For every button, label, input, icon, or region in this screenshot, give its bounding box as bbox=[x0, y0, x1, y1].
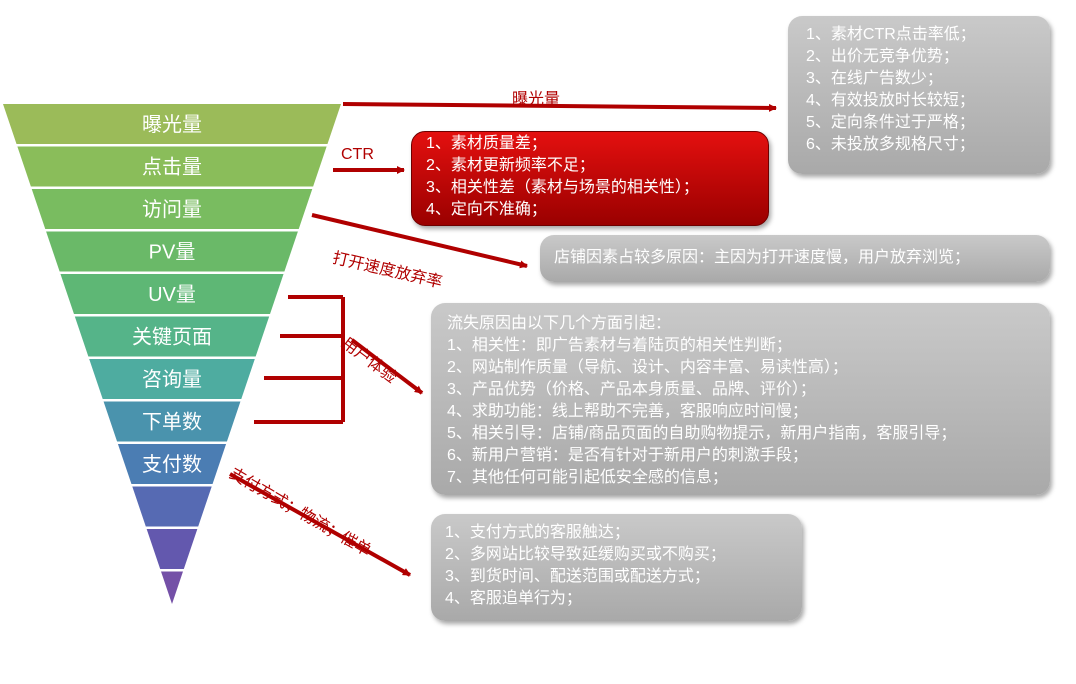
content-quality-box: 1、素材质量差； 2、素材更新频率不足； 3、相关性差（素材与场景的相关性）； 4、定… bbox=[411, 131, 769, 226]
box-line: 1、相关性：即广告素材与着陆页的相关性判断； bbox=[447, 337, 792, 354]
box-line: 4、客服追单行为； bbox=[445, 590, 582, 607]
speed-arrow bbox=[311, 213, 528, 269]
box-line: 7、其他任何可能引起低安全感的信息； bbox=[447, 469, 728, 486]
funnel-layer-label: 关键页面 bbox=[132, 326, 212, 349]
box-line: 流失原因由以下几个方面引起： bbox=[447, 315, 672, 332]
funnel-layer-label: 支付数 bbox=[142, 453, 202, 476]
payment-box: 1、支付方式的客服触达； 2、多网站比较导致延缓购买或不购买； 3、到货时间、配送范… bbox=[431, 514, 802, 621]
box-line: 5、相关引导：店铺/商品页面的自助购物提示，新用户指南，客服引导； bbox=[447, 425, 957, 442]
shop-factor-box: 店铺因素占较多原因：主因为打开速度慢，用户放弃浏览； bbox=[540, 235, 1050, 282]
box-line: 店铺因素占较多原因：主因为打开速度慢，用户放弃浏览； bbox=[554, 249, 971, 266]
box-line: 6、新用户营销：是否有针对于新用户的刺激手段； bbox=[447, 447, 808, 464]
box-line: 3、产品优势（价格、产品本身质量、品牌、评价）； bbox=[447, 381, 816, 398]
box-line: 3、到货时间、配送范围或配送方式； bbox=[445, 568, 710, 585]
funnel-layer bbox=[117, 444, 227, 484]
box-line: 6、未投放多规格尺寸； bbox=[806, 136, 975, 153]
box-line: 3、相关性差（素材与场景的相关性）； bbox=[426, 179, 699, 196]
funnel-layer bbox=[132, 486, 212, 527]
box-line: 4、有效投放时长较短； bbox=[806, 92, 975, 109]
box-line: 2、多网站比较导致延缓购买或不购买； bbox=[445, 546, 726, 563]
box-line: 2、出价无竞争优势； bbox=[806, 48, 959, 65]
funnel-layer bbox=[146, 529, 198, 569]
funnel-layer bbox=[46, 231, 298, 272]
box-line: 1、素材CTR点击率低； bbox=[806, 26, 976, 43]
ux-arrow bbox=[350, 338, 424, 395]
ctr-connector-label: CTR bbox=[341, 146, 374, 163]
box-line: 4、定向不准确； bbox=[426, 201, 547, 218]
funnel-layer bbox=[17, 146, 327, 187]
exposure-connector-label: 曝光量 bbox=[512, 91, 561, 108]
ctr-causes-box: 1、素材CTR点击率低； 2、出价无竞争优势； 3、在线广告数少； 4、有效投放时长较… bbox=[788, 16, 1050, 174]
funnel-layer-label: PV量 bbox=[149, 242, 196, 264]
funnel-layer bbox=[31, 189, 313, 229]
funnel-layer-label: 曝光量 bbox=[142, 113, 202, 136]
funnel-layer-label: 下单数 bbox=[142, 411, 202, 434]
loss-causes-box: 流失原因由以下几个方面引起： 1、相关性：即广告素材与着陆页的相关性判断； 2、网站… bbox=[431, 303, 1050, 495]
pay-arrow bbox=[229, 472, 411, 577]
funnel-layer-label: 咨询量 bbox=[142, 368, 202, 391]
box-line: 1、素材质量差； bbox=[426, 135, 547, 152]
funnel-layer bbox=[89, 359, 255, 399]
funnel-layer bbox=[103, 401, 241, 442]
box-line: 4、求助功能：线上帮助不完善，客服响应时间慢； bbox=[447, 403, 808, 420]
funnel-layer bbox=[161, 571, 183, 604]
funnel-layer bbox=[3, 104, 341, 144]
box-line: 2、素材更新频率不足； bbox=[426, 157, 595, 174]
funnel-layer-label: UV量 bbox=[148, 284, 196, 306]
ux-bracket bbox=[254, 295, 345, 424]
box-line: 3、在线广告数少； bbox=[806, 70, 943, 87]
funnel-layer bbox=[74, 316, 270, 357]
box-line: 5、定向条件过于严格； bbox=[806, 114, 975, 131]
funnel-layer-label: 访问量 bbox=[142, 198, 202, 221]
exposure-arrow bbox=[342, 102, 777, 112]
box-line: 2、网站制作质量（导航、设计、内容丰富、易读性高）； bbox=[447, 359, 848, 376]
funnel-layer bbox=[60, 274, 284, 314]
funnel-layer-label: 点击量 bbox=[142, 156, 202, 179]
box-line: 1、支付方式的客服触达； bbox=[445, 524, 630, 541]
